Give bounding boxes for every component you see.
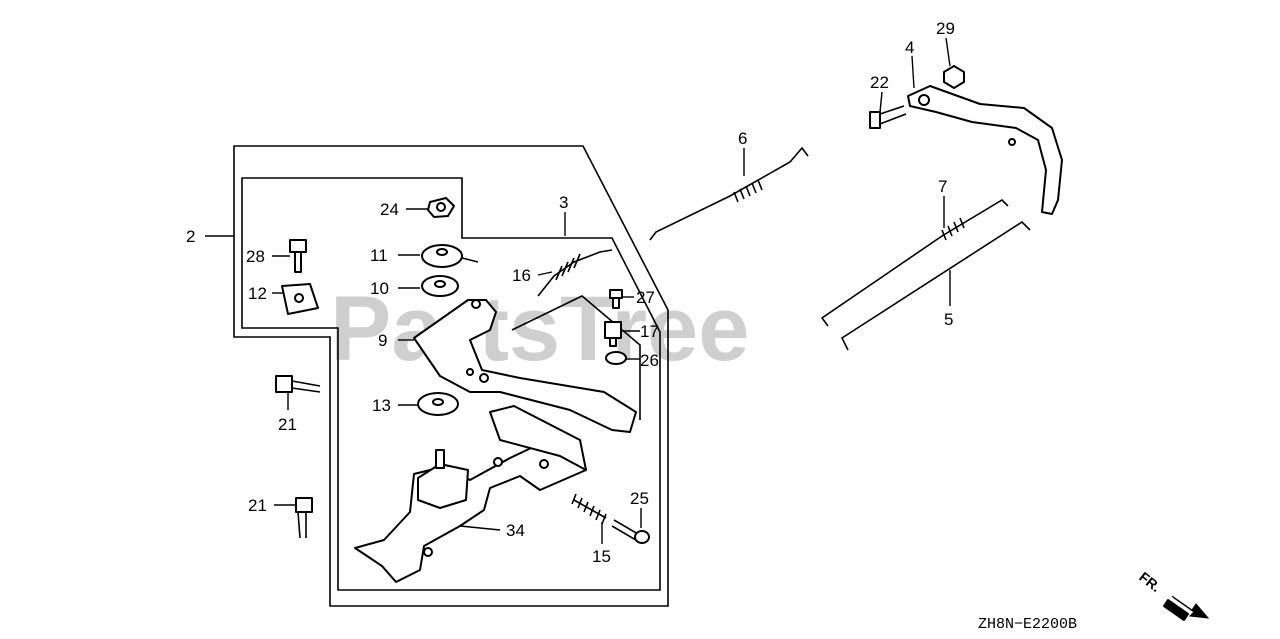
callout-10: 10 (370, 279, 389, 298)
callout-29: 29 (936, 19, 955, 38)
callout-16: 16 (512, 266, 531, 285)
callout-25: 25 (630, 489, 649, 508)
callout-5: 5 (944, 310, 953, 329)
rod-part-5 (840, 220, 1031, 351)
callout-2: 2 (186, 227, 195, 246)
diagram-code: ZH8N−E2200B (978, 616, 1077, 633)
washer-part-10 (421, 275, 459, 297)
bolt-part-22 (869, 105, 907, 129)
nut-part-17 (604, 321, 622, 347)
washer-part-13 (417, 392, 459, 416)
leader-lines (205, 37, 951, 544)
washer-part-11 (421, 244, 479, 268)
assembly-outline-3 (241, 177, 661, 591)
lever-arm-part-4 (907, 85, 1063, 215)
callout-21-lower: 21 (248, 496, 267, 515)
base-plate-part-34 (354, 405, 587, 583)
callout-13: 13 (372, 396, 391, 415)
front-arrow-icon (1171, 595, 1210, 619)
callout-27: 27 (636, 288, 655, 307)
callout-24: 24 (380, 200, 399, 219)
front-direction-indicator: FR. (1136, 569, 1210, 621)
bolt-part-21-upper (275, 375, 321, 393)
callout-12: 12 (248, 284, 267, 303)
callout-28: 28 (246, 247, 265, 266)
clip-part-12 (281, 283, 319, 315)
callout-7: 7 (938, 177, 947, 196)
callout-4: 4 (905, 38, 914, 57)
nut-part-29 (943, 65, 965, 89)
callout-9: 9 (378, 331, 387, 350)
spring-rod-part-7 (820, 198, 1009, 327)
bolt-part-21-lower (295, 497, 313, 539)
callout-6: 6 (738, 129, 747, 148)
callout-22: 22 (870, 73, 889, 92)
callout-26: 26 (640, 351, 659, 370)
callout-3: 3 (559, 193, 568, 212)
front-label: FR. (1136, 569, 1164, 595)
callout-34: 34 (506, 521, 525, 540)
screw-part-25 (611, 519, 650, 544)
callout-11: 11 (370, 246, 388, 265)
callout-15: 15 (592, 547, 611, 566)
bolt-part-28 (289, 239, 307, 273)
spring-part-16 (537, 249, 613, 297)
spring-part-15 (571, 493, 607, 525)
bracket-region-outline (511, 295, 641, 420)
screw-part-27 (609, 289, 623, 309)
callout-21-upper: 21 (278, 415, 297, 434)
nut-part-24 (427, 197, 455, 218)
washer-part-26 (605, 351, 627, 365)
control-lever-part-9 (413, 299, 637, 433)
assembly-outline-2 (233, 145, 669, 607)
callout-17: 17 (640, 322, 659, 341)
spring-rod-part-6 (649, 146, 809, 241)
